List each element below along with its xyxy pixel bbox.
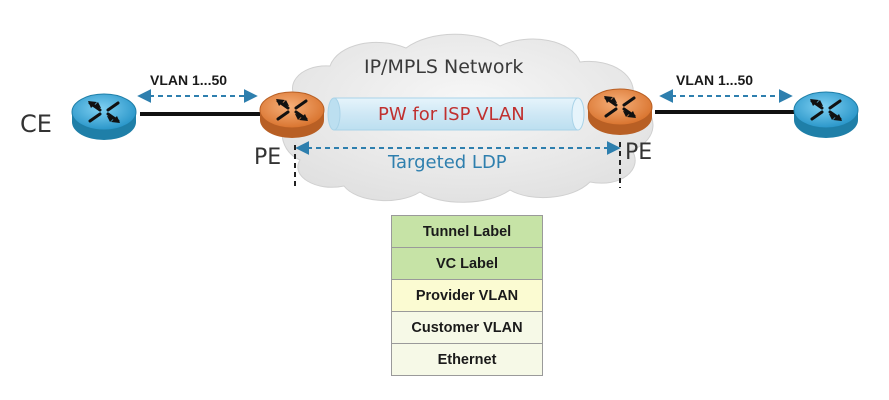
cloud-title: IP/MPLS Network bbox=[364, 56, 524, 78]
pseudowire-label: PW for ISP VLAN bbox=[378, 104, 525, 125]
ce-right-router-icon bbox=[793, 91, 859, 138]
stack-row-customer-vlan: Customer VLAN bbox=[392, 311, 542, 343]
pseudowire-tube bbox=[327, 97, 585, 131]
stack-row-provider-vlan: Provider VLAN bbox=[392, 279, 542, 311]
targeted-ldp-label: Targeted LDP bbox=[388, 152, 507, 173]
stack-row-ethernet: Ethernet bbox=[392, 343, 542, 375]
stack-row-tunnel-label: Tunnel Label bbox=[392, 216, 542, 247]
vlan-label-right: VLAN 1...50 bbox=[676, 72, 754, 88]
pe-right-router-icon bbox=[587, 88, 653, 135]
stack-row-vc-label: VC Label bbox=[392, 247, 542, 279]
pe-left-label: PE bbox=[254, 145, 282, 170]
pe-left-router-icon bbox=[259, 91, 325, 138]
vlan-label-left: VLAN 1...50 bbox=[150, 72, 228, 88]
ce-left-router-icon bbox=[71, 93, 137, 140]
ce-left-label: CE bbox=[20, 110, 52, 138]
label-stack-table: Tunnel Label VC Label Provider VLAN Cust… bbox=[391, 215, 543, 376]
pe-right-label: PE bbox=[625, 140, 653, 165]
